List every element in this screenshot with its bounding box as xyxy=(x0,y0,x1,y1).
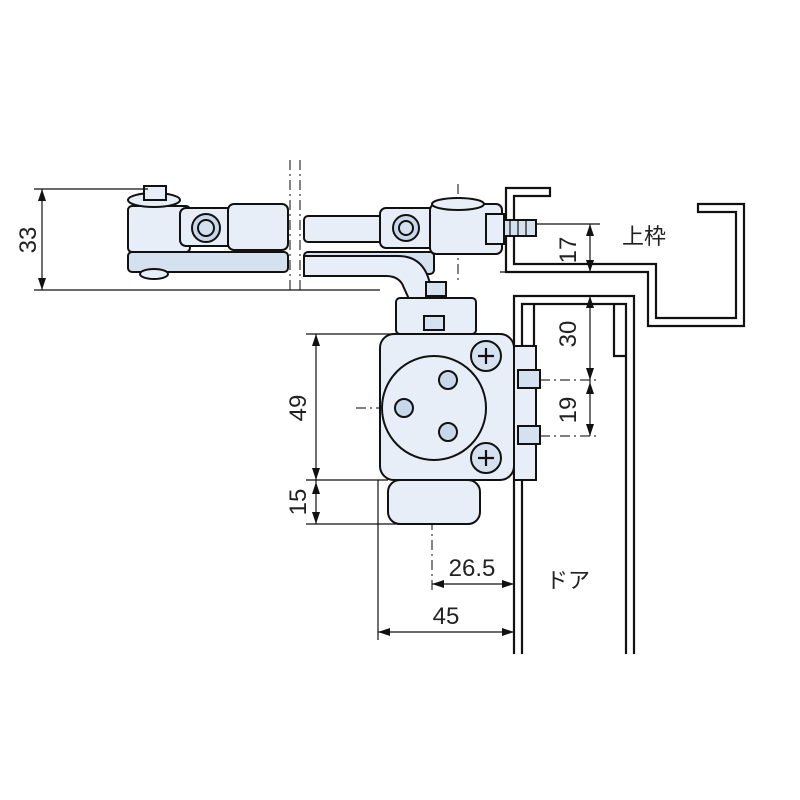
dim-30: 30 xyxy=(555,321,582,348)
dim-33: 33 xyxy=(15,227,42,254)
dim-49: 49 xyxy=(285,395,312,422)
upper-frame-label: 上枠 xyxy=(622,225,666,250)
dim-15: 15 xyxy=(285,489,312,516)
arm-assembly xyxy=(127,185,537,312)
part-labels: 上枠 ドア xyxy=(546,225,666,594)
closer-body xyxy=(379,297,541,525)
dimension-lines xyxy=(34,188,600,640)
upper-frame-profile xyxy=(500,186,746,328)
dim-45: 45 xyxy=(433,603,460,630)
door-label: ドア xyxy=(546,569,590,594)
dim-26-5: 26.5 xyxy=(449,555,496,582)
dim-19: 19 xyxy=(555,397,582,424)
dimension-labels: 33 17 30 19 49 15 26.5 45 xyxy=(15,227,582,630)
dim-17: 17 xyxy=(555,237,582,264)
